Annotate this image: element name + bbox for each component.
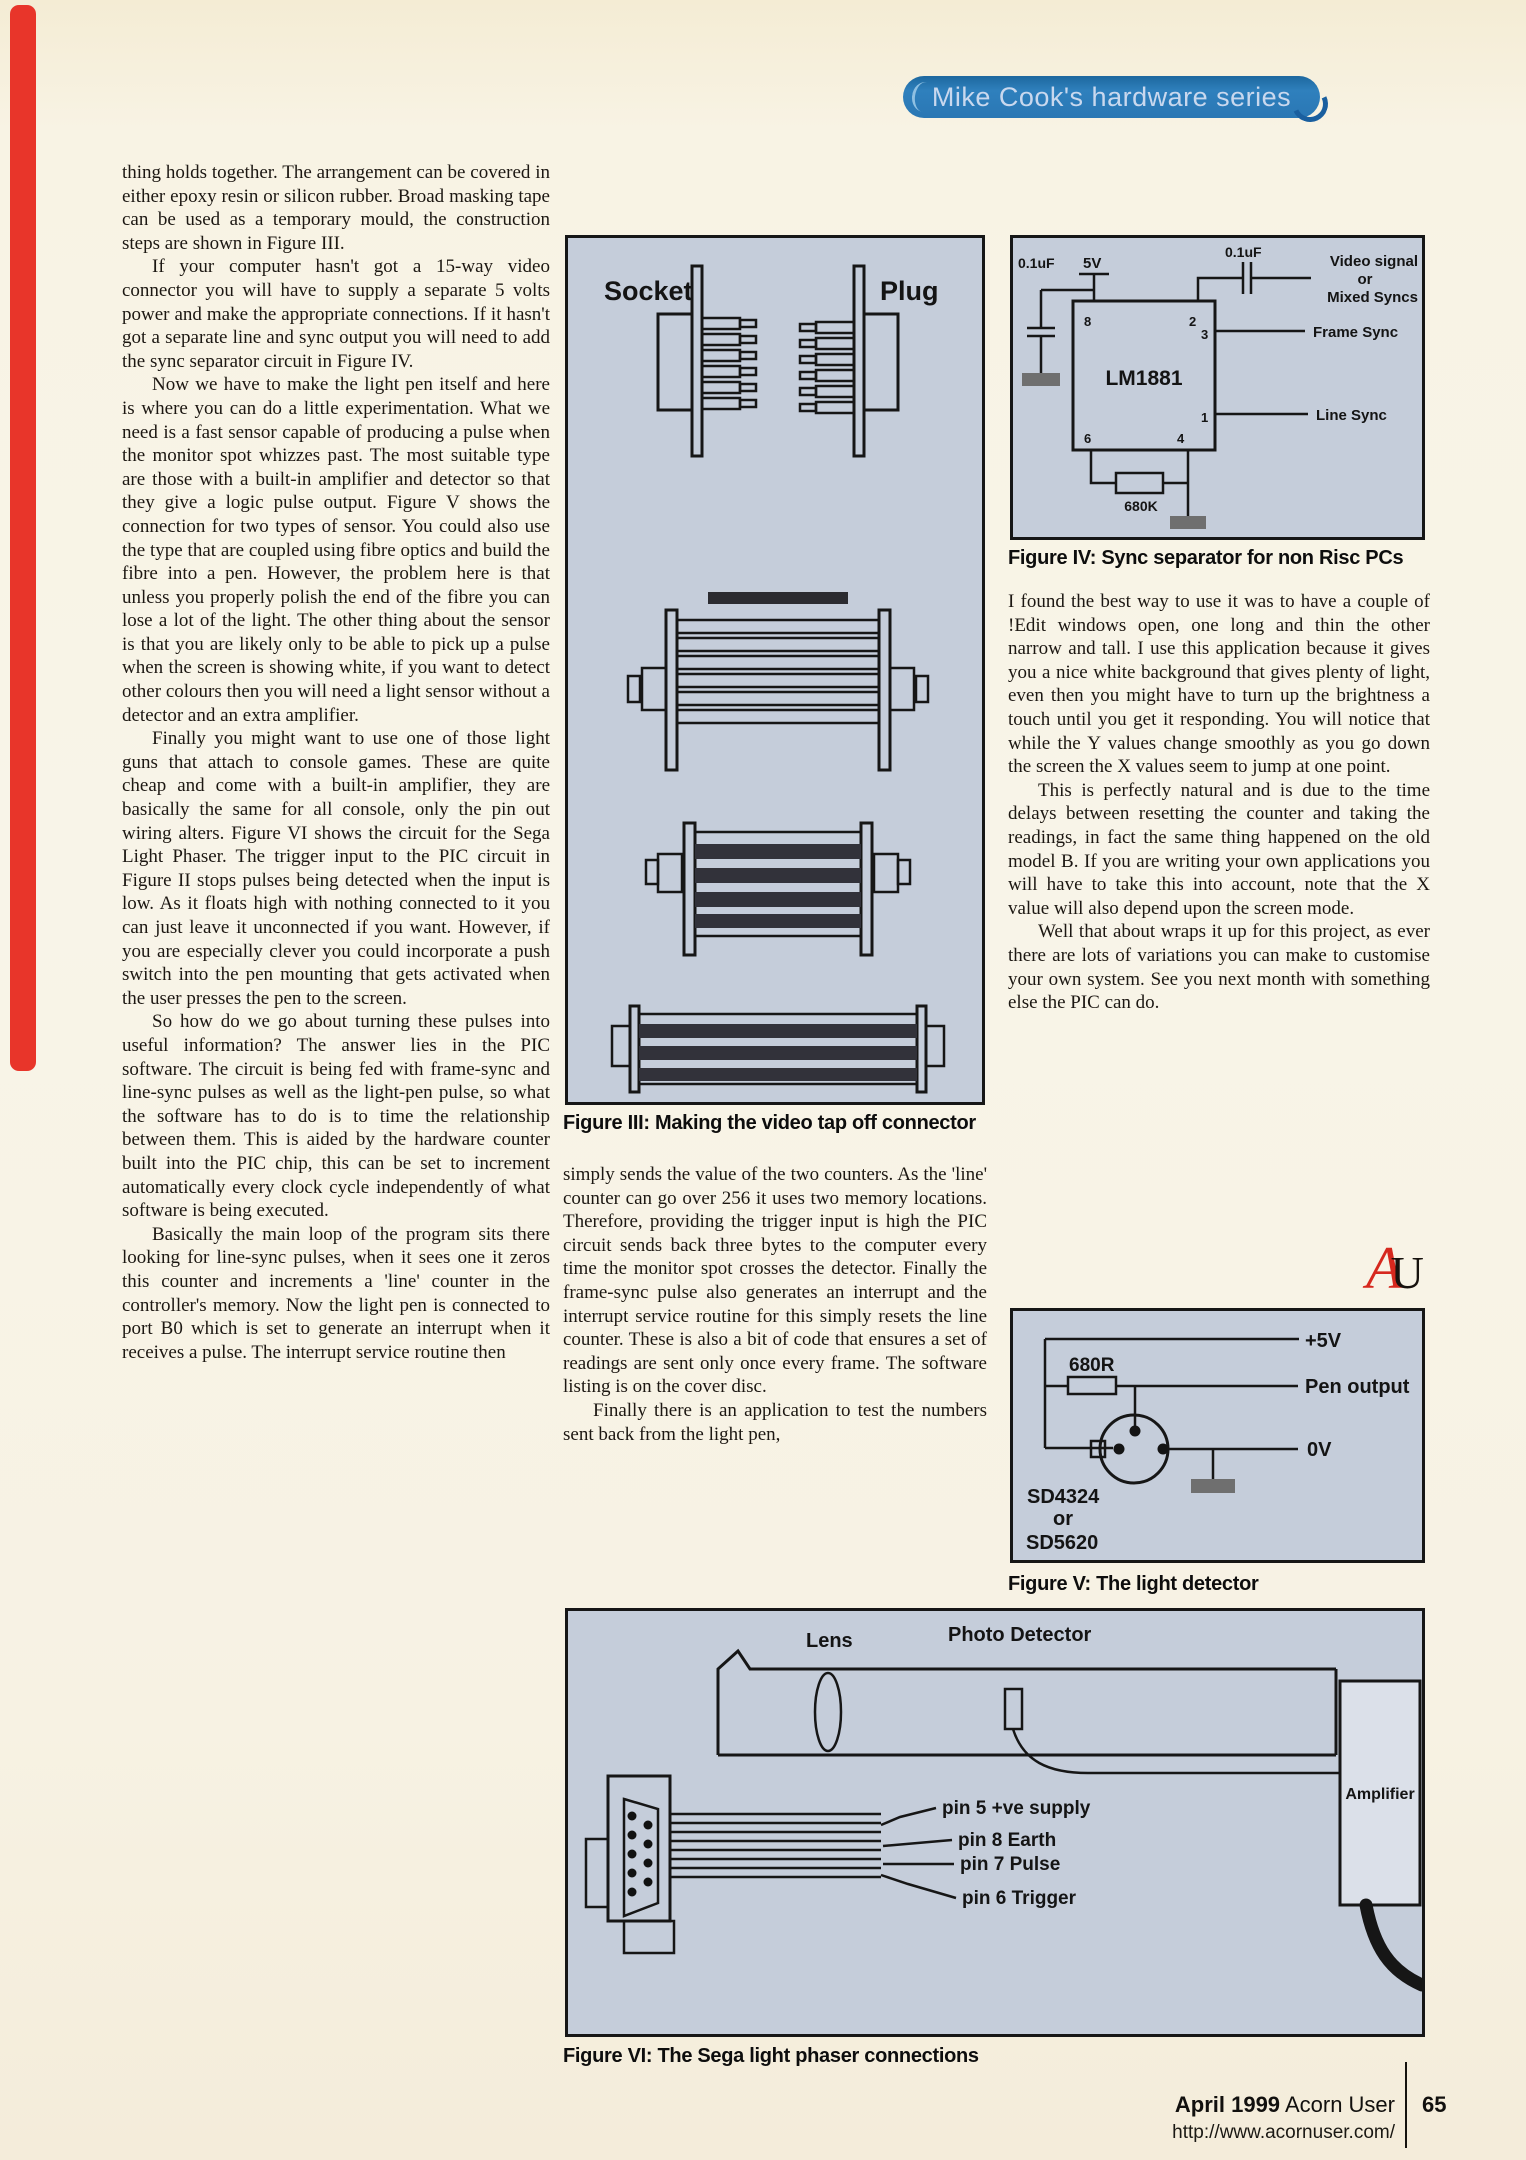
- capacitor-symbol: [1241, 262, 1253, 294]
- assembly-stage-final: [610, 1004, 946, 1094]
- logo-letter-u: U: [1390, 1247, 1424, 1298]
- lm1881-chip-label: LM1881: [1105, 367, 1182, 390]
- pin6-label: 6: [1084, 431, 1091, 446]
- ground-symbol: [1022, 373, 1060, 386]
- sensor-or-label: or: [1053, 1508, 1073, 1530]
- article-column-1: thing holds together. The arrangement ca…: [122, 161, 550, 1364]
- ground-symbol: [1191, 1479, 1235, 1493]
- figure4-circuit-diagram: 0.1uF 5V LM1881 8 2 3 1 6 4 0.1uF Video …: [1018, 244, 1418, 529]
- figure3-connector-diagram: Socket Plug: [604, 264, 946, 1094]
- footer-issue-date: April 1999: [1174, 2092, 1281, 2117]
- figure6-panel: Lens Photo Detector Amplifier: [565, 1608, 1425, 2037]
- body-paragraph: thing holds together. The arrangement ca…: [122, 162, 550, 254]
- dsub-connector: [584, 1774, 676, 1955]
- video-signal-or-label: or: [1358, 271, 1373, 288]
- frame-sync-label: Frame Sync: [1313, 324, 1398, 341]
- body-paragraph: This is perfectly natural and is due to …: [1008, 779, 1430, 919]
- logo-letter-a: A: [1366, 1235, 1403, 1301]
- pin3-label: 3: [1201, 327, 1208, 342]
- socket-connector: [656, 264, 758, 458]
- video-signal-label: Video signal: [1330, 253, 1418, 270]
- article-column-3: I found the best way to use it was to ha…: [1008, 590, 1430, 1015]
- footer-magazine-name: Acorn User: [1284, 2092, 1395, 2117]
- plug-connector: [798, 264, 900, 458]
- zero-volt-label: 0V: [1307, 1439, 1332, 1461]
- resistor-680r-label: 680R: [1069, 1355, 1115, 1376]
- figure5-caption: Figure V: The light detector: [1008, 1573, 1259, 1595]
- pin4-label: 4: [1177, 431, 1185, 446]
- amplifier-label: Amplifier: [1345, 1786, 1414, 1803]
- figure3-panel: Socket Plug: [565, 235, 985, 1105]
- pin1-label: 1: [1201, 410, 1208, 425]
- ribbon-cable: [670, 1812, 881, 1879]
- red-edge-bar: [10, 5, 36, 1071]
- supply-label: 5V: [1083, 255, 1101, 272]
- assembly-stage-bolted: [626, 592, 930, 772]
- plus5v-label: +5V: [1305, 1330, 1342, 1352]
- acorn-user-logo: A U: [1366, 1235, 1424, 1301]
- figure6-caption: Figure VI: The Sega light phaser connect…: [563, 2045, 979, 2067]
- body-paragraph: Finally you might want to use one of tho…: [122, 728, 550, 1009]
- pin2-label: 2: [1189, 314, 1196, 329]
- resistor-symbol: [1114, 471, 1165, 495]
- body-paragraph: I found the best way to use it was to ha…: [1008, 591, 1430, 778]
- pin7-label: pin 7 Pulse: [960, 1854, 1060, 1875]
- pin5-label: pin 5 +ve supply: [942, 1798, 1091, 1819]
- gun-barrel: [716, 1648, 1338, 1757]
- body-paragraph: So how do we go about turning these puls…: [122, 1011, 550, 1222]
- plug-label: Plug: [880, 276, 939, 306]
- socket-label: Socket: [604, 276, 693, 306]
- output-cable: [1359, 1898, 1422, 1992]
- left-capacitor-label: 0.1uF: [1018, 255, 1055, 271]
- figure3-caption: Figure III: Making the video tap off con…: [563, 1112, 976, 1134]
- rset-resistor-label: 680K: [1124, 498, 1157, 514]
- pin6-label: pin 6 Trigger: [962, 1888, 1077, 1909]
- photo-detector-box: [1003, 1687, 1024, 1731]
- amplifier-box: [1338, 1679, 1422, 1907]
- figure5-circuit-diagram: +5V 680R Pen output 0V SD4324 or SD5620: [1026, 1330, 1410, 1554]
- body-paragraph: Well that about wraps it up for this pro…: [1008, 921, 1430, 1014]
- lens-label: Lens: [806, 1630, 853, 1652]
- figure4-caption: Figure IV: Sync separator for non Risc P…: [1008, 547, 1404, 569]
- footer-url: http://www.acornuser.com/: [1172, 2122, 1395, 2143]
- sensor-part2-label: SD5620: [1026, 1532, 1098, 1554]
- ic-outline: [1071, 299, 1217, 452]
- article-column-2: simply sends the value of the two counte…: [563, 1163, 987, 1446]
- figure5-panel: +5V 680R Pen output 0V SD4324 or SD5620: [1010, 1308, 1425, 1563]
- top-capacitor-label: 0.1uF: [1225, 244, 1262, 260]
- line-sync-label: Line Sync: [1316, 407, 1387, 424]
- pen-output-label: Pen output: [1305, 1376, 1410, 1398]
- figure4-panel: 0.1uF 5V LM1881 8 2 3 1 6 4 0.1uF Video …: [1010, 235, 1425, 540]
- photo-detector-label: Photo Detector: [948, 1624, 1092, 1646]
- pin8-label: pin 8 Earth: [958, 1830, 1056, 1851]
- figure6-phaser-diagram: Lens Photo Detector Amplifier: [584, 1624, 1422, 1992]
- body-paragraph: Basically the main loop of the program s…: [122, 1223, 550, 1363]
- ground-symbol: [1170, 516, 1206, 529]
- assembly-stage-wrapped: [644, 821, 912, 957]
- footer-page-number: 65: [1422, 2092, 1447, 2117]
- pin8-label: 8: [1084, 314, 1091, 329]
- lens-ellipse: [813, 1671, 843, 1753]
- body-paragraph: Now we have to make the light pen itself…: [122, 374, 550, 726]
- body-paragraph: Finally there is an application to test …: [563, 1399, 987, 1445]
- body-paragraph: simply sends the value of the two counte…: [563, 1164, 987, 1398]
- mixed-syncs-label: Mixed Syncs: [1327, 289, 1418, 306]
- footer-divider: [1405, 2062, 1407, 2148]
- series-badge-label: Mike Cook's hardware series: [931, 81, 1292, 112]
- body-paragraph: If your computer hasn't got a 15-way vid…: [122, 256, 550, 372]
- footer-issue-line: April 1999 Acorn User: [1050, 2092, 1395, 2118]
- resistor-symbol: [1066, 1375, 1118, 1396]
- sensor-part-label: SD4324: [1027, 1486, 1100, 1508]
- series-badge: Mike Cook's hardware series: [903, 76, 1320, 118]
